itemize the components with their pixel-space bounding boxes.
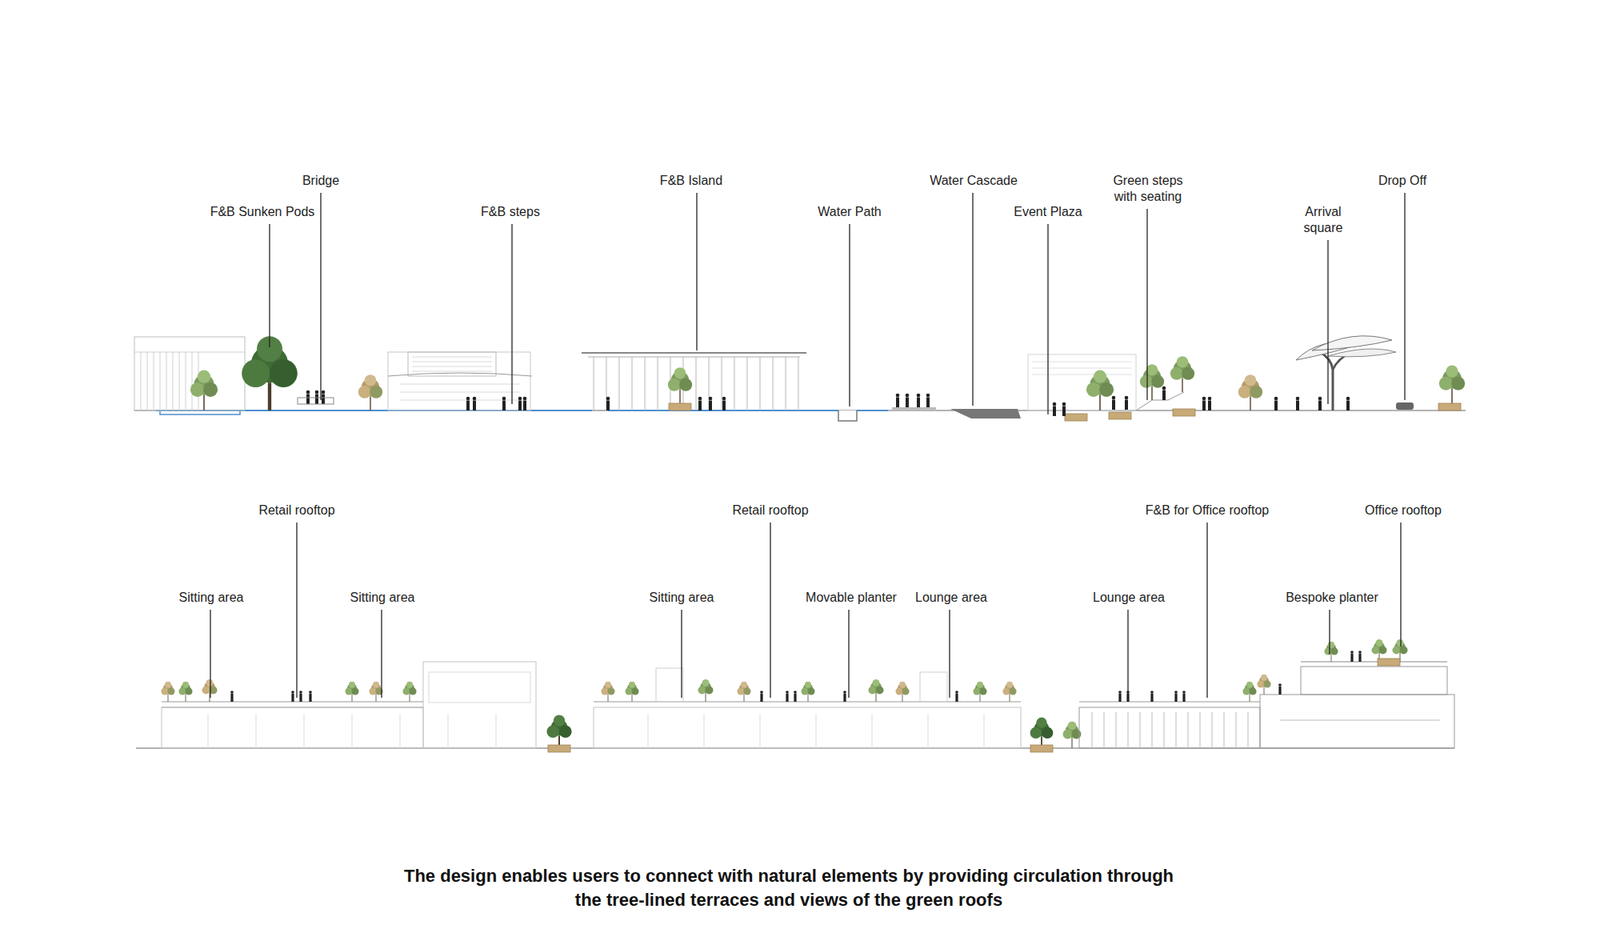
leader-line [511,224,512,404]
callout-label: F&B for Office rooftop [1144,502,1271,519]
leader-line [848,224,850,407]
leader-line [972,192,973,406]
leader-line [380,609,382,698]
leader-line [1328,609,1330,655]
callout-label: Lounge area [913,589,989,606]
leader-line [296,522,297,698]
leader-line [769,522,771,698]
caption: The design enables users to connect with… [388,864,1189,912]
callout-label: Retail rooftop [256,502,336,519]
callout-label: Bespoke planter [1284,589,1380,606]
callout-label: Retail rooftop [730,502,810,519]
leader-line [680,609,682,698]
leader-line [948,609,950,698]
leader-line [320,192,321,400]
callout-label: Drop Off [1376,172,1428,189]
callout-label: Water Cascade [928,172,1020,189]
callout-label: F&B steps [479,204,542,220]
leader-line [1404,192,1405,400]
leader-line [268,224,270,348]
callout-label: Office rooftop [1363,502,1444,519]
callout-label: Green steps with seating [1102,172,1194,205]
leader-line [1127,609,1128,698]
leader-line [1327,240,1328,404]
callout-label: Sitting area [348,589,417,606]
callout-label: F&B Island [658,172,724,189]
callout-label: Water Path [816,204,883,220]
callout-label: F&B Sunken Pods [208,204,317,220]
leader-line [1206,522,1208,698]
leader-line [696,192,697,351]
leader-line [848,609,849,698]
callout-label: Sitting area [648,589,716,606]
leader-line [209,609,211,698]
leader-line [1400,522,1401,647]
callout-label: Arrival square [1292,204,1354,236]
callout-label: Sitting area [177,589,246,606]
callout-label: Lounge area [1091,589,1167,606]
leader-line [1146,208,1148,400]
callout-label: Event Plaza [1012,204,1084,220]
callout-label: Movable planter [804,589,899,606]
callout-label: Bridge [300,172,341,189]
leader-line [1047,224,1048,415]
